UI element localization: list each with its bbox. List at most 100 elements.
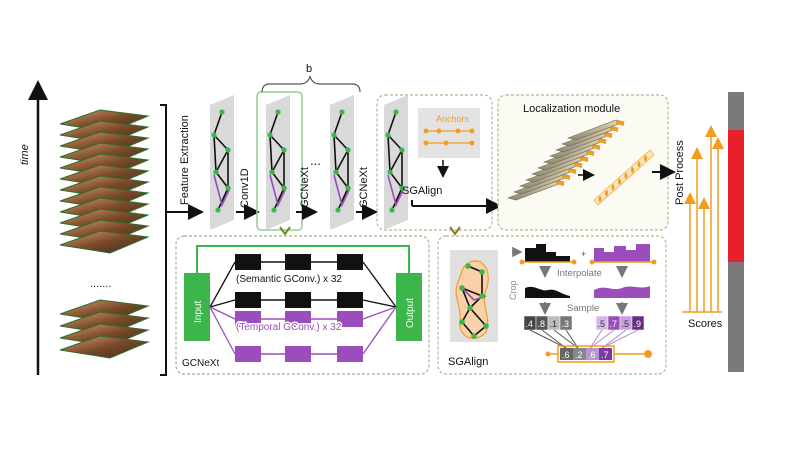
input-connection [209, 261, 236, 308]
proposal-point [631, 167, 634, 173]
gcnext-output-block [396, 273, 422, 341]
input-label: Input [193, 301, 204, 323]
feature-graph-panel-2 [266, 95, 290, 230]
graph-node [225, 147, 231, 153]
output-connection [362, 261, 397, 308]
graph-node [333, 169, 339, 175]
frames-ellipsis: ....... [90, 278, 111, 290]
slab-edge [568, 168, 576, 174]
semantic-gconv-label: (Semantic GConv.) x 32 [236, 274, 342, 285]
graph-node [471, 333, 477, 339]
graph-node [219, 109, 225, 115]
graph-edge [269, 111, 279, 136]
slab-edge [604, 132, 612, 138]
proposal-point [605, 190, 608, 197]
graph-node [271, 207, 277, 213]
feature-graph-panel-3 [330, 95, 354, 230]
anchor-point [651, 259, 657, 265]
graph-node [399, 185, 405, 191]
semantic-gconv-block [285, 254, 311, 270]
video-frame [59, 230, 150, 254]
graph-edge [387, 134, 403, 151]
post-process-label: Post Process [674, 140, 686, 205]
gcnext-zoom-marker [279, 226, 291, 236]
temporal-feature-plot [594, 244, 650, 262]
timeline-bar-action [728, 130, 744, 262]
graph-edge [337, 187, 349, 211]
sampled-value-text: .7 [601, 350, 609, 360]
graph-edge [461, 287, 471, 309]
graph-edge [273, 187, 285, 211]
gcnext-detail-container [175, 235, 430, 375]
sampled-values-row-2: .6.2.6.7 [545, 345, 652, 363]
proposal-point [611, 184, 615, 191]
graph-node [225, 185, 231, 191]
graph-edge [461, 287, 483, 297]
gcnext-caption: GCNeXt [182, 358, 219, 369]
temporal-edge [213, 174, 231, 208]
slab-edge [556, 180, 564, 186]
anchor-point [545, 351, 551, 357]
graph-node [281, 147, 287, 153]
feature-graph-panel-4 [384, 95, 408, 230]
proposal-bar [593, 149, 655, 206]
video-frame-stack [59, 109, 150, 359]
combine-line [529, 329, 567, 349]
slab-edge [562, 174, 570, 180]
sampled-value-text: .8 [538, 319, 546, 329]
graph-node [345, 147, 351, 153]
semantic-gconv-block [285, 292, 311, 308]
proposal-point [624, 172, 628, 179]
graph-edge [269, 134, 273, 173]
graph-node [267, 132, 273, 138]
sgalign-feature-plots: + [512, 244, 657, 315]
feature-extraction-label: Feature Extraction [179, 115, 191, 205]
sampled-value-text: .6 [562, 350, 570, 360]
slab-edge [610, 126, 618, 132]
anchor-point [519, 259, 525, 265]
gcnext-highlight-box [256, 91, 303, 231]
ellipsis-label: ... [310, 153, 321, 168]
graph-edge [461, 321, 475, 337]
interpolated-semantic-plot [525, 286, 570, 298]
output-connection [362, 299, 397, 308]
graph-edge [333, 134, 337, 173]
proposal-point [637, 161, 641, 168]
localization-module-title: Localization module [523, 103, 620, 115]
plus-sign: + [581, 249, 586, 259]
score-arrows [682, 125, 724, 313]
slab-edge [574, 162, 582, 168]
temporal-gconv-block [337, 346, 363, 362]
sampled-value-cell [586, 348, 599, 360]
temporal-gconv-block [235, 311, 261, 327]
combine-line [601, 329, 627, 349]
graph-node [385, 132, 391, 138]
graph-node [211, 132, 217, 138]
graph-edge [333, 134, 349, 151]
interpolate-label: Interpolate [557, 268, 602, 279]
temporal-gconv-block [285, 346, 311, 362]
frame-stack-bracket [160, 104, 167, 376]
proposal-point [598, 196, 602, 202]
graph-edge [213, 134, 229, 151]
anchors-label: Anchors [436, 114, 470, 124]
graph-node [459, 319, 465, 325]
graph-node [393, 109, 399, 115]
video-frame [59, 335, 150, 359]
output-connection [362, 306, 397, 320]
combine-line [553, 329, 579, 349]
sgalign-zoom-marker [449, 226, 461, 236]
temporal-gconv-block [337, 311, 363, 327]
semantic-gconv-block [235, 292, 261, 308]
sampled-value-text: .3 [562, 319, 570, 329]
graph-edge [469, 307, 487, 327]
gcnext-label-b: GCNeXt [358, 167, 370, 208]
input-connection [209, 306, 236, 355]
graph-node [339, 109, 345, 115]
graph-node [479, 293, 485, 299]
b-label: b [306, 63, 312, 75]
graph-node [281, 185, 287, 191]
temporal-edge [387, 174, 405, 208]
graph-edge [335, 149, 349, 173]
